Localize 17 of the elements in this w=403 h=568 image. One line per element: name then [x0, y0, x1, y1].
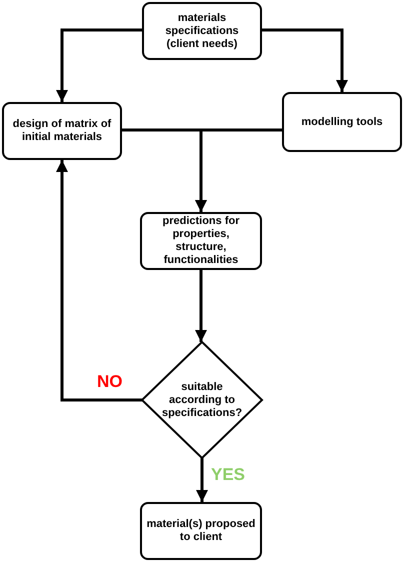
box-label: suitable according to specifications? [162, 380, 242, 420]
process-box [140, 212, 262, 270]
arrow [262, 28, 348, 92]
box-label: modelling tools [301, 116, 383, 128]
process-box [142, 2, 262, 60]
process-box [282, 92, 402, 152]
arrow [195, 128, 282, 212]
arrow [196, 458, 208, 502]
process-box [140, 502, 262, 560]
process-box [2, 102, 122, 160]
arrow [195, 270, 207, 342]
box-label: materials specifications (client needs) [164, 12, 240, 50]
arrow [56, 28, 142, 102]
box-label: material(s) proposed to client [146, 518, 256, 544]
arrow [56, 160, 142, 402]
box-label: predictions for properties, structure, functionalities [161, 215, 240, 267]
box-label: design of matrix of initial materials [12, 118, 112, 144]
